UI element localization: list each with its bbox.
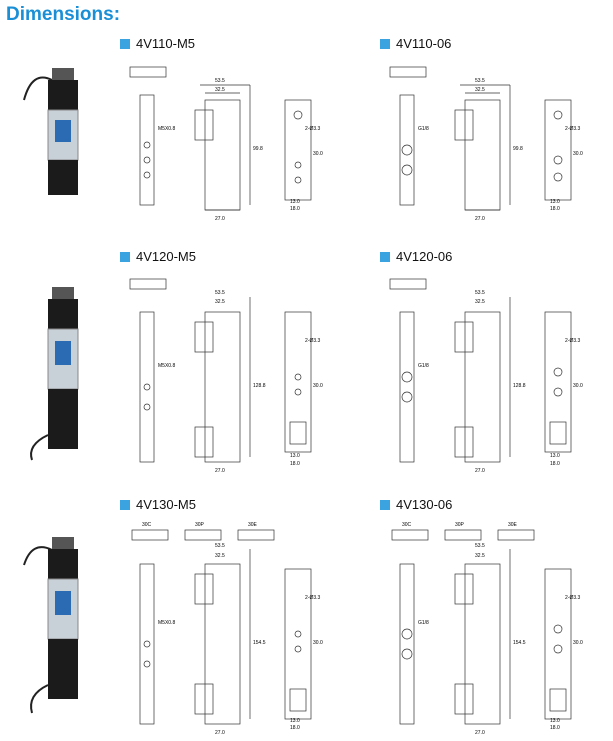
model-label-left: 4V110-M5	[120, 36, 195, 51]
dim-width-total: 53.5	[215, 78, 225, 84]
section-4v110: 4V110-M5 4V110-06 53.5 32.5 99.8 30.0 27…	[0, 0, 613, 245]
dim-hole: 2-Ø3.3	[305, 338, 321, 344]
valve-photo	[23, 537, 79, 714]
dim-width-body: 32.5	[215, 553, 225, 559]
dim-port: M5X0.8	[158, 620, 175, 626]
drawing-right: 53.5 32.5 99.8 30.0 27.0 18.0 G1/8 2-Ø3.…	[389, 66, 583, 222]
dim-sub: 13.0	[550, 453, 560, 459]
model-label-right: 4V110-06	[380, 36, 451, 51]
dim-port: M5X0.8	[158, 126, 175, 132]
dim-hole: 2-Ø3.3	[305, 126, 321, 132]
dim-height-side: 30.0	[313, 640, 323, 646]
model-label-left: 4V130-M5	[120, 497, 196, 512]
dim-sub: 13.0	[290, 718, 300, 724]
dim-height: 154.5	[513, 640, 526, 646]
dim-base: 27.0	[475, 468, 485, 474]
dim-sub: 13.0	[550, 718, 560, 724]
dim-width-body: 32.5	[475, 299, 485, 305]
symbol-label: 30E	[248, 522, 258, 528]
dim-width-total: 53.5	[475, 290, 485, 296]
dim-side: 18.0	[290, 461, 300, 467]
dim-width-body: 32.5	[215, 87, 225, 93]
section-4v120: 4V120-M5 4V120-06 53.5 32.5 128.8 30.0 2…	[0, 245, 613, 490]
dim-side: 18.0	[550, 206, 560, 212]
dim-base: 27.0	[215, 730, 225, 736]
dim-port: G1/8	[418, 620, 429, 626]
dim-sub: 13.0	[550, 199, 560, 205]
dim-sub: 13.0	[290, 199, 300, 205]
dim-height-side: 30.0	[573, 383, 583, 389]
dim-width-body: 32.5	[215, 299, 225, 305]
symbol-label: 30P	[195, 522, 205, 528]
page-title: Dimensions:	[6, 4, 121, 25]
dim-port: G1/8	[418, 126, 429, 132]
model-label-left: 4V120-M5	[120, 249, 196, 264]
dim-base: 27.0	[475, 730, 485, 736]
dim-width-total: 53.5	[215, 290, 225, 296]
drawing-left: 53.5 32.5 128.8 30.0 27.0 18.0 M5X0.8 2-…	[129, 278, 323, 474]
dim-side: 18.0	[550, 461, 560, 467]
section-4v130: 4V130-M5 4V130-06 30C 30P 30E 53.5 32.5 …	[0, 492, 613, 737]
dim-height: 128.8	[513, 383, 526, 389]
symbol-label: 30P	[455, 522, 465, 528]
dim-port: M5X0.8	[158, 363, 175, 369]
dim-hole: 2-Ø3.3	[305, 595, 321, 601]
square-bullet-icon	[120, 38, 130, 49]
dim-height-side: 30.0	[573, 640, 583, 646]
drawing-right: 30C 30P 30E 53.5 32.5 154.5 30.0 27.0 18…	[391, 522, 583, 736]
dim-base: 27.0	[215, 216, 225, 222]
dim-hole: 2-Ø3.3	[565, 595, 581, 601]
dim-width-body: 32.5	[475, 87, 485, 93]
dim-port: G1/8	[418, 363, 429, 369]
valve-photo	[23, 68, 79, 195]
dim-base: 27.0	[475, 216, 485, 222]
valve-photo	[30, 287, 79, 461]
dim-side: 18.0	[290, 206, 300, 212]
square-bullet-icon	[120, 251, 130, 262]
dim-hole: 2-Ø3.3	[565, 338, 581, 344]
dim-sub: 13.0	[290, 453, 300, 459]
dim-width-total: 53.5	[215, 543, 225, 549]
dim-height-side: 30.0	[313, 151, 323, 157]
dim-height: 99.8	[253, 146, 263, 152]
square-bullet-icon	[380, 251, 390, 262]
model-label-right: 4V120-06	[380, 249, 452, 264]
drawing-left: 53.5 32.5 99.8 30.0 27.0 18.0 M5X0.8 2-Ø…	[129, 66, 323, 222]
symbol-label: 30C	[142, 522, 152, 528]
dim-height: 154.5	[253, 640, 266, 646]
dim-side: 18.0	[550, 725, 560, 731]
square-bullet-icon	[380, 499, 390, 510]
dim-width-total: 53.5	[475, 543, 485, 549]
dim-height-side: 30.0	[313, 383, 323, 389]
dim-base: 27.0	[215, 468, 225, 474]
dim-width-body: 32.5	[475, 553, 485, 559]
drawing-left: 30C 30P 30E 53.5 32.5 154.5 30.0 27.0 18…	[131, 522, 323, 736]
drawing-right: 53.5 32.5 128.8 30.0 27.0 18.0 G1/8 2-Ø3…	[389, 278, 583, 474]
square-bullet-icon	[380, 38, 390, 49]
symbol-label: 30C	[402, 522, 412, 528]
dim-height: 99.8	[513, 146, 523, 152]
model-label-right: 4V130-06	[380, 497, 452, 512]
square-bullet-icon	[120, 499, 130, 510]
dim-hole: 2-Ø3.3	[565, 126, 581, 132]
dim-height: 128.8	[253, 383, 266, 389]
dim-width-total: 53.5	[475, 78, 485, 84]
dim-height-side: 30.0	[573, 151, 583, 157]
dim-side: 18.0	[290, 725, 300, 731]
symbol-label: 30E	[508, 522, 518, 528]
